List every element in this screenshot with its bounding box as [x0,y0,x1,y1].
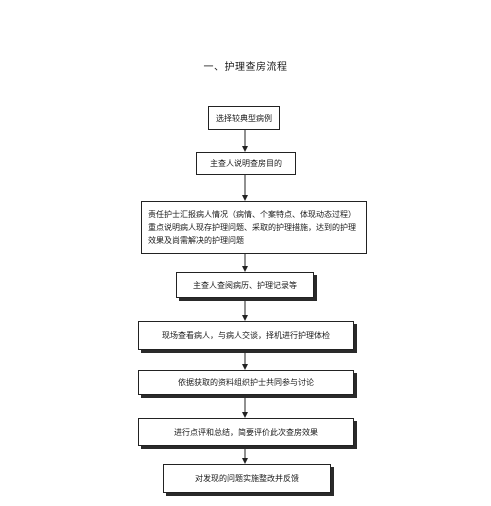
step-2-box: 主查人说明查房目的 [196,152,296,175]
step-8-label: 对发现的问题实施整改并反馈 [195,474,299,483]
step-7-label: 进行点评和总结，简要评价此次查房效果 [174,427,318,437]
step-8-box: 对发现的问题实施整改并反馈 [163,464,331,493]
step-6-box: 依据获取的资料组织护士共同参与讨论 [138,370,354,395]
step-6-label: 依据获取的资料组织护士共同参与讨论 [178,378,314,387]
step-1-box: 选择较典型病例 [208,106,280,130]
step-4-label: 主查人查阅病历、护理记录等 [193,280,297,290]
step-1-label: 选择较典型病例 [216,113,272,123]
step-7-box: 进行点评和总结，简要评价此次查房效果 [138,418,354,446]
flowchart-title: 一、护理查房流程 [203,62,288,73]
step-3-label: 责任护士汇报病人情况（病情、个案特点、体现动态过程）重点说明病人现存护理问题、采… [148,210,356,245]
step-2-label: 主查人说明查房目的 [210,159,282,168]
step-3-box: 责任护士汇报病人情况（病情、个案特点、体现动态过程）重点说明病人现存护理问题、采… [141,201,367,254]
step-5-box: 现场查看病人，与病人交谈，择机进行护理体检 [138,321,354,350]
step-5-label: 现场查看病人，与病人交谈，择机进行护理体检 [162,331,330,340]
step-4-box: 主查人查阅病历、护理记录等 [176,272,314,298]
